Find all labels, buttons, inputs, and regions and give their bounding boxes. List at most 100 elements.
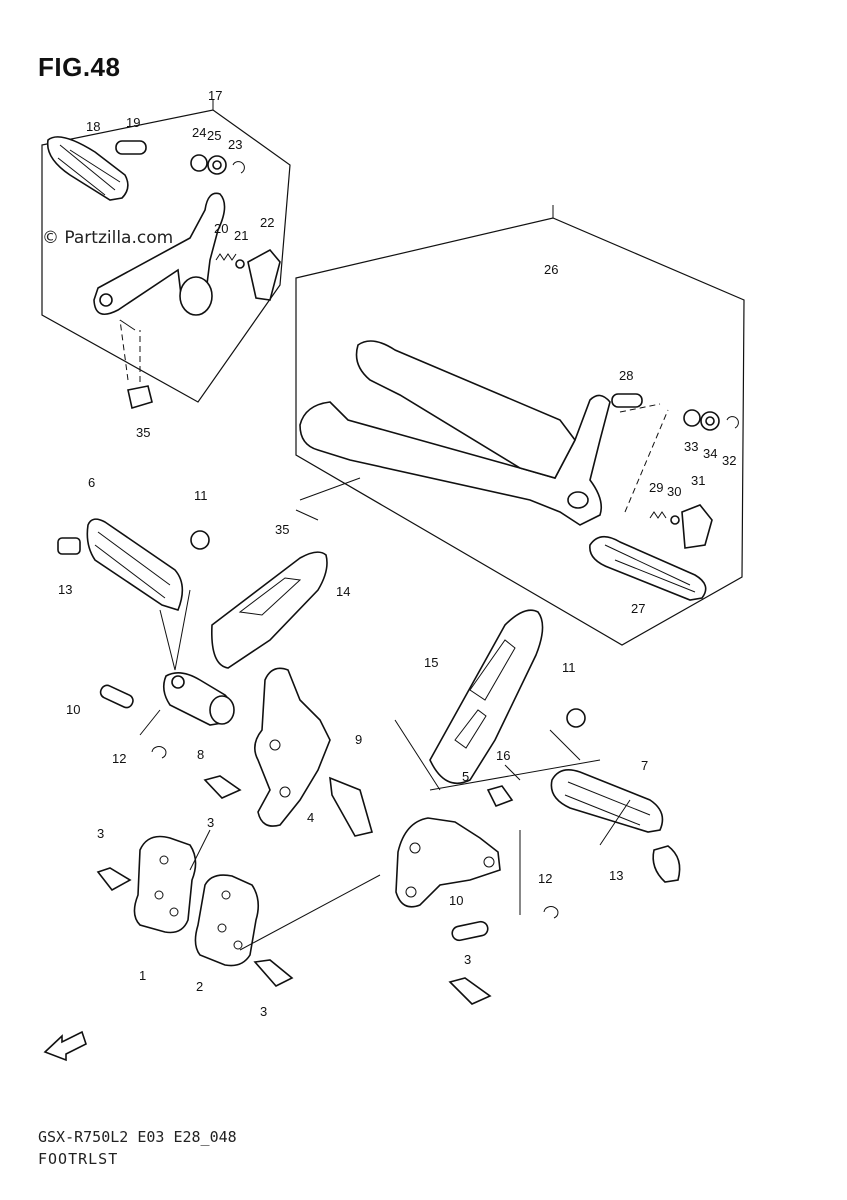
callout-4: 4: [307, 810, 314, 825]
callout-29: 29: [649, 480, 663, 495]
part-rear-bracket-26: [299, 394, 611, 526]
callout-32: 32: [722, 453, 736, 468]
callout-10: 10: [66, 702, 80, 717]
callout-8: 8: [197, 747, 204, 762]
part-washer-24: [190, 154, 208, 172]
callout-35: 35: [275, 522, 289, 537]
callout-3: 3: [97, 826, 104, 841]
callout-13: 13: [609, 868, 623, 883]
callout-3: 3: [207, 815, 214, 830]
callout-3: 3: [260, 1004, 267, 1019]
callout-1: 1: [139, 968, 146, 983]
part-bolt-3b: [96, 867, 132, 892]
callout-30: 30: [667, 484, 681, 499]
part-bolt-16: [486, 785, 514, 808]
part-bracket-26-hole: [567, 491, 589, 509]
part-holder-8-end: [209, 695, 235, 725]
part-front-footpeg-7: [550, 769, 664, 833]
callout-12: 12: [538, 871, 552, 886]
part-peg-grid-18: [57, 144, 121, 196]
callout-22: 22: [260, 215, 274, 230]
part-plate-2: [194, 874, 260, 967]
leader-35a: [119, 319, 141, 382]
part-washer-34-inner: [705, 416, 715, 426]
part-plate-1: [133, 835, 197, 934]
part-pin-28: [611, 393, 643, 408]
section-name: FOOTRLST: [38, 1150, 119, 1168]
part-front-footpeg-6: [86, 518, 184, 611]
part-heelguard-14: [211, 551, 328, 669]
part-bracket-4-holes: [269, 739, 291, 798]
callout-17: 17: [208, 88, 222, 103]
part-ball-21: [235, 259, 245, 269]
part-clip-12b: [543, 906, 559, 919]
part-heelguard-14-cut: [238, 577, 302, 616]
part-bracket-4: [254, 667, 331, 827]
callout-15: 15: [424, 655, 438, 670]
part-clip-23: [232, 161, 245, 174]
callout-19: 19: [126, 115, 140, 130]
part-bolt-35a: [127, 385, 153, 410]
part-pin-10a: [99, 684, 134, 709]
part-spring-29: [649, 511, 667, 519]
part-bracket-5: [395, 817, 501, 908]
callout-34: 34: [703, 446, 717, 461]
callout-21: 21: [234, 228, 248, 243]
figure-title: FIG.48: [38, 52, 121, 82]
callout-18: 18: [86, 119, 100, 134]
part-heelguard-15: [429, 609, 544, 785]
model-code: GSX-R750L2 E03 E28_048: [38, 1128, 237, 1146]
part-bolt-9: [329, 776, 373, 837]
part-peg-grid-6: [94, 531, 171, 599]
callout-11: 11: [194, 488, 208, 503]
callout-31: 31: [691, 473, 705, 488]
part-clip-32: [726, 416, 739, 429]
part-plate-31: [681, 504, 713, 549]
part-bolt-3a: [203, 775, 242, 799]
callout-2: 2: [196, 979, 203, 994]
callout-11: 11: [562, 660, 576, 675]
callout-3: 3: [464, 952, 471, 967]
callout-14: 14: [336, 584, 350, 599]
callout-9: 9: [355, 732, 362, 747]
callout-33: 33: [684, 439, 698, 454]
part-bracket-hole: [179, 276, 213, 316]
part-plate-22: [247, 248, 281, 301]
part-washer-25-inner: [212, 160, 222, 170]
leader-26-dash: [619, 403, 669, 513]
part-spring-20: [215, 253, 237, 261]
part-plate-1-holes: [154, 855, 179, 917]
part-cap-13a: [57, 537, 81, 555]
part-holder-8-hole: [171, 675, 185, 689]
part-peg-grid-27: [604, 544, 696, 593]
part-heelguard-15-cut: [454, 639, 516, 749]
callout-16: 16: [496, 748, 510, 763]
callout-5: 5: [462, 769, 469, 784]
callout-13: 13: [58, 582, 72, 597]
watermark: © Partzilla.com: [42, 228, 174, 248]
part-ball-30: [670, 515, 680, 525]
callout-20: 20: [214, 221, 228, 236]
part-cap-13b: [652, 845, 681, 883]
leader-lines: [119, 100, 631, 951]
part-spring-11a: [190, 530, 210, 550]
part-bracket-5-holes: [405, 842, 495, 898]
callout-27: 27: [631, 601, 645, 616]
callout-12: 12: [112, 751, 126, 766]
callout-35: 35: [136, 425, 150, 440]
callout-24: 24: [192, 125, 206, 140]
part-pin-19: [115, 140, 147, 155]
callout-7: 7: [641, 758, 648, 773]
callout-26: 26: [544, 262, 558, 277]
part-clip-12a: [151, 746, 167, 759]
part-pin-10b: [451, 920, 489, 942]
part-rear-bracket-26-upper: [355, 340, 576, 479]
callout-6: 6: [88, 475, 95, 490]
fwd-arrow-icon: [43, 1030, 87, 1062]
part-peg-grid-7: [564, 781, 651, 826]
part-plate-2-holes: [217, 890, 243, 950]
part-bolt-3d: [448, 977, 492, 1005]
callout-23: 23: [228, 137, 242, 152]
